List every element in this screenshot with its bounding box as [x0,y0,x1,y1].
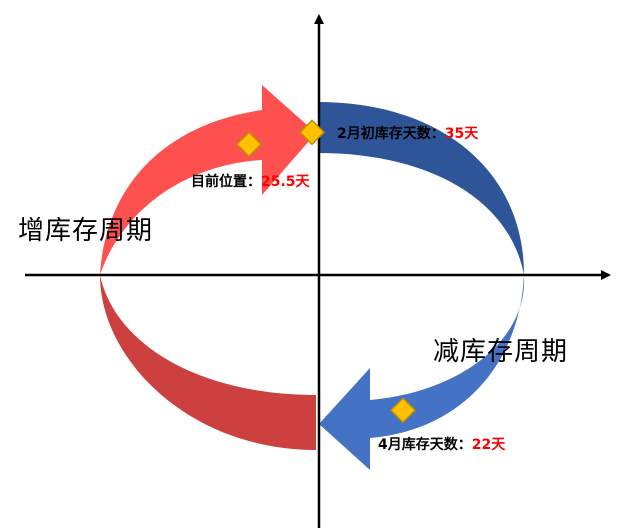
decrease-cycle-label: 减库存周期 [433,337,569,367]
apr-inventory-value: 22天 [471,437,506,453]
feb-inventory-value: 35天 [444,126,479,142]
apr-marker [389,397,417,424]
feb-marker [298,119,326,146]
feb-inventory-label: 2月初库存天数：35天 [337,123,478,143]
current-position-value: 25.5天 [261,174,310,190]
apr-inventory-label: 4月库存天数：22天 [378,434,505,454]
current-position-marker [235,131,263,158]
increase-cycle-arrow [100,85,316,275]
current-position-label: 目前位置：25.5天 [191,171,310,191]
decrease-cycle-upper-band [318,102,524,275]
apr-inventory-text: 4月库存天数： [378,437,472,453]
feb-inventory-text: 2月初库存天数： [337,126,445,142]
increase-cycle-label: 增库存周期 [18,216,154,246]
increase-cycle-lower-band [100,275,316,450]
current-position-text: 目前位置： [191,174,261,190]
decrease-cycle-arrow [319,275,525,470]
